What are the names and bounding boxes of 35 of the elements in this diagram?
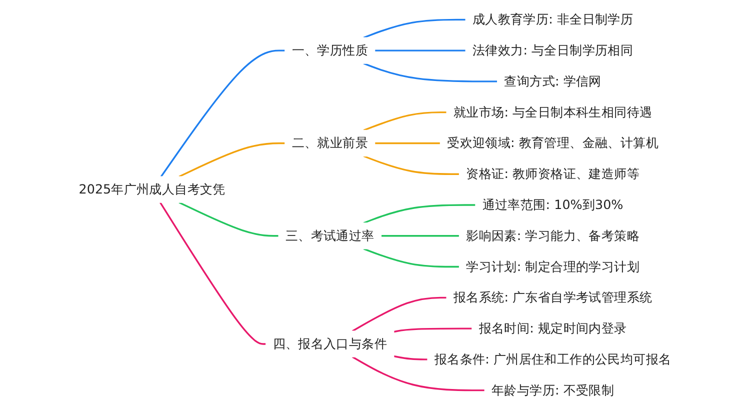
node-text: 报名时间: 规定时间内登录 [478,320,627,336]
connector [352,356,485,392]
node-text: 资格证: 教师资格证、建造师等 [466,166,640,182]
connector [374,50,466,52]
connector [381,235,460,237]
connector [363,62,498,82]
node-text: 成人教育学历: 非全日制学历 [472,12,634,28]
connector [363,18,466,38]
connector [160,50,286,178]
node-text: 三、考试通过率 [285,228,374,244]
node-text: 二、就业前景 [292,135,368,151]
node-text: 受欢迎领域: 教育管理、金融、计算机 [447,135,658,151]
node-text: 报名系统: 广东省自学考试管理系统 [453,290,652,306]
node-text: 年龄与学历: 不受限制 [492,382,614,398]
connector [363,204,476,224]
node-text: 就业市场: 与全日制本科生相同待遇 [453,104,652,120]
node-text: 法律效力: 与全日制学历相同 [472,42,634,58]
node-text: 查询方式: 学信网 [504,74,602,89]
connector [178,202,279,237]
node-text: 四、报名入口与条件 [272,336,387,352]
connector [363,155,460,175]
node-text: 通过率范围: 10%到30% [482,197,624,212]
connector [159,202,266,345]
node-text: 学习计划: 制定合理的学习计划 [466,258,640,274]
connector [394,355,428,360]
connector [178,142,286,178]
connector [394,328,472,333]
connector [363,248,460,268]
connector [352,296,447,332]
node-text: 2025年广州成人自考文凭 [78,182,226,197]
connector [363,112,447,132]
node-text: 报名条件: 广州居住和工作的公民均可报名 [434,352,672,367]
node-text: 一、学历性质 [292,42,368,58]
connector [374,142,440,144]
node-text: 影响因素: 学习能力、备考策略 [466,228,640,244]
